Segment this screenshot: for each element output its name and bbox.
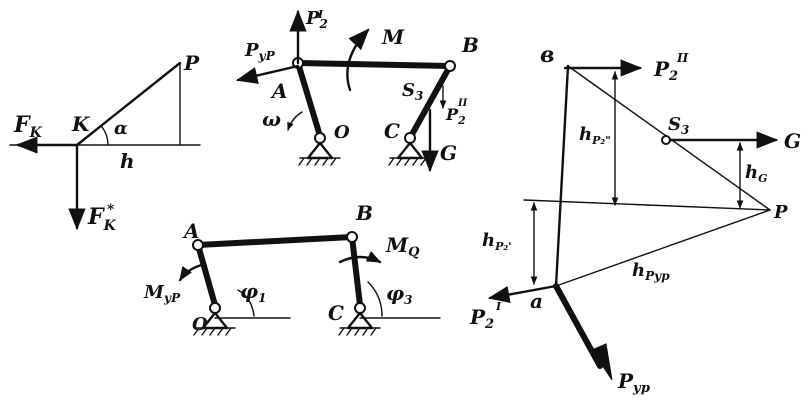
phi3-label: φ3 [386,281,412,307]
muyp-label: MуР [143,282,181,305]
o-label: O [334,122,350,143]
h-p2-prime-label: hP₂' [482,230,512,253]
p2-prime-label: P2 [305,8,328,31]
p-label: P [773,202,788,223]
point-s3 [661,135,671,145]
g-label: G [784,129,801,153]
panel-mechanism-forces: PуР P2 I M B A S3 P2 II ω O C G [235,8,479,173]
phi3-arc [367,281,383,317]
c-label: C [328,301,344,325]
panel-point-k: FK K α h P FK * [9,51,201,234]
ground-o [298,157,341,166]
phi1-label: φ1 [240,279,266,305]
pyp-arrow [235,64,300,84]
joint-c [354,302,366,314]
a-label: a [530,289,543,313]
link-bc [349,234,363,308]
joint-b [346,231,358,243]
pyp-label: Pур [617,369,650,396]
link-ab [195,234,355,248]
perp-line-a [523,199,771,211]
joint-a [192,239,204,251]
b-label: B [461,33,479,57]
p2-prime-label: P2 [469,305,494,332]
alpha-arc [101,126,109,146]
h-label: h [120,149,135,173]
p2-prime-superscript: I [495,300,502,313]
side-a-p [555,209,771,287]
joint-b [444,60,456,72]
p2-dbl-label: P2 [445,105,466,127]
a-label: A [182,219,200,243]
omega-label: ω [262,107,281,131]
h-pyp-label: hPур [632,260,670,283]
link-ao [295,60,323,139]
o-label: O [192,314,208,335]
pyp-shaft [553,283,603,369]
fk-star-superscript: * [107,202,115,218]
support-c [396,141,424,160]
pyp-arrowhead [591,343,613,381]
g-label: G [440,141,457,165]
h-g-label: hG [745,162,768,185]
mq-label: MQ [385,233,420,260]
omega-arrow [287,111,303,131]
support-o [306,141,334,160]
side-b-a [554,64,570,288]
mq-arrow [338,251,382,264]
ground-c [388,157,431,166]
joint-c [404,132,416,144]
pyp-label: PуР [244,40,276,63]
b-label: в [540,42,554,68]
moment-m-arrow [346,28,370,92]
alpha-label: α [114,118,128,139]
p2-dbl-label: P2 [653,57,678,84]
support-c [346,311,374,330]
a-label: A [270,79,288,103]
link-ao [195,242,218,308]
fk-star-label: FK [87,204,117,234]
c-label: C [384,119,400,143]
link-bc [407,63,453,141]
p2-prime-superscript: I [317,8,324,21]
joint-o [314,132,326,144]
ground-o [193,327,236,336]
p2-prime-arrow [487,284,558,304]
p2-dbl-superscript: II [457,98,468,109]
link-ab [295,60,453,69]
s3-label: S3 [668,114,689,137]
phi1-arc [237,289,255,317]
b-label: B [355,201,373,225]
h-p2-dbl-label: hP₂" [579,124,611,147]
p2-dbl-superscript: II [676,51,689,65]
s3-label: S3 [402,80,423,103]
k-label: K [71,112,91,136]
panel-mechanism-moments: A B MQ MуР φ1 φ3 O C [143,201,441,336]
m-label: M [381,25,405,49]
fk-label: FK [13,112,43,141]
ground-c [338,327,381,336]
lever-k-p [75,61,182,147]
panel-lever-polygon: в P2 II S3 G hP₂" hG P hP₂' hPур a P2 I … [469,42,801,396]
joint-o [209,302,221,314]
muyp-arrow [178,262,207,282]
p-label: P [183,51,200,75]
